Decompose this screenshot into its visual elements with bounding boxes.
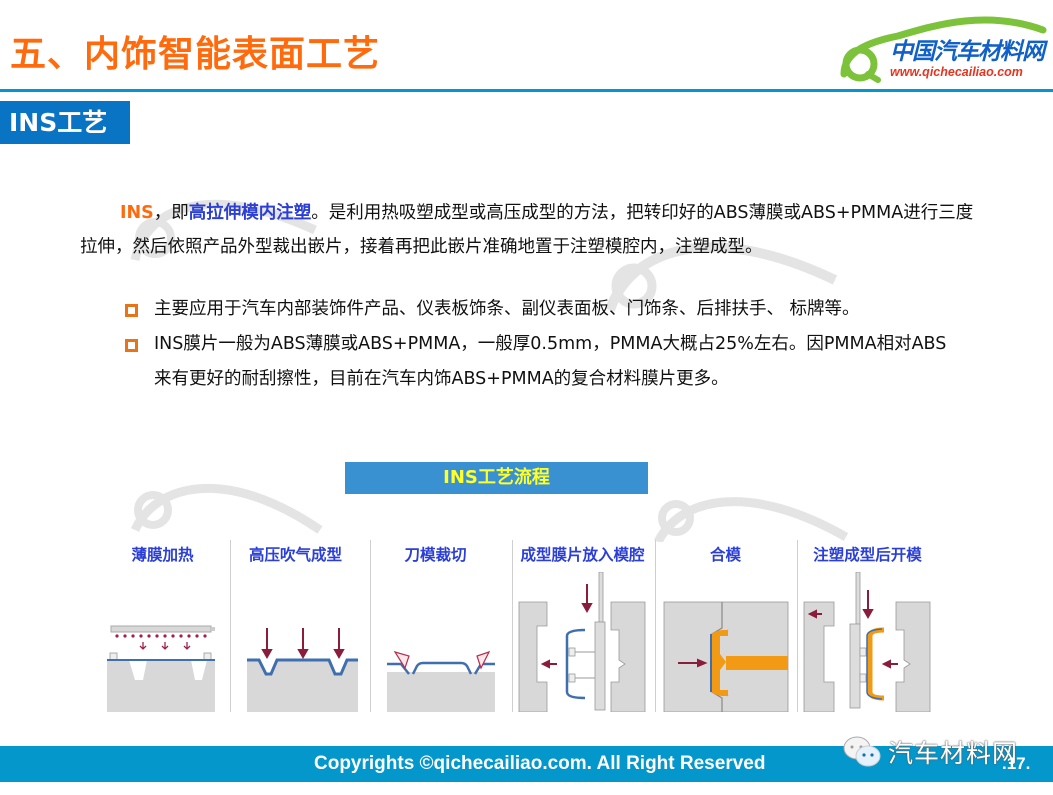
- step-label: 注塑成型后开模: [813, 546, 922, 564]
- flow-title: INS工艺流程: [345, 462, 648, 494]
- bullet-item: 主要应用于汽车内部装饰件产品、仪表板饰条、副仪表面板、门饰条、后排扶手、 标牌等…: [122, 292, 962, 327]
- die-cutting-diagram-icon: [387, 650, 495, 712]
- process-step: 刀模裁切: [373, 538, 498, 713]
- process-step: 注塑成型后开模: [800, 538, 935, 713]
- process-steps: 薄膜加热 高压吹气成型: [105, 538, 935, 713]
- section-tag: INS工艺: [0, 101, 130, 144]
- bullet-text: INS膜片一般为ABS薄膜或ABS+PMMA，一般厚0.5mm，PMMA大概占2…: [154, 334, 947, 389]
- step-label: 合模: [709, 546, 741, 564]
- square-bullet-icon: [125, 339, 138, 352]
- step-divider: [655, 540, 656, 712]
- mold-closing-diagram-icon: [663, 601, 789, 712]
- page-number: .17.: [1002, 754, 1031, 773]
- intro-sep: ，即: [153, 203, 189, 223]
- page-title: 五、内饰智能表面工艺: [10, 34, 381, 75]
- wechat-name: 汽车材料网: [888, 739, 1019, 768]
- process-step: 合模: [658, 538, 793, 713]
- intro-body: 。是利用热吸塑成型或高压成型的方法，把转印好的ABS薄膜或ABS+PMMA进行三…: [80, 203, 974, 257]
- wechat-account: 汽车材料网: [842, 732, 1018, 772]
- step-label: 高压吹气成型: [248, 546, 342, 564]
- high-pressure-forming-diagram-icon: [247, 628, 358, 712]
- bullet-text: 主要应用于汽车内部装饰件产品、仪表板饰条、副仪表面板、门饰条、后排扶手、 标牌等…: [154, 299, 860, 319]
- process-step: 高压吹气成型: [233, 538, 358, 713]
- wechat-icon: [843, 736, 881, 767]
- step-divider: [230, 540, 231, 712]
- step-label: 成型膜片放入模腔: [520, 546, 645, 564]
- mold-opening-diagram-icon: [803, 572, 931, 712]
- step-divider: [512, 540, 513, 712]
- insert-film-into-mold-diagram-icon: [518, 572, 646, 712]
- step-label: 刀模裁切: [404, 546, 467, 564]
- step-divider: [370, 540, 371, 712]
- bullet-list: 主要应用于汽车内部装饰件产品、仪表板饰条、副仪表面板、门饰条、后排扶手、 标牌等…: [122, 292, 962, 397]
- intro-term: INS: [120, 203, 154, 223]
- car-swoosh-icon: [840, 16, 1047, 83]
- step-divider: [797, 540, 798, 712]
- watermark-logo-icon: [125, 460, 325, 540]
- film-heating-diagram-icon: [107, 625, 215, 712]
- logo-url: www.qichecailiao.com: [890, 65, 1023, 79]
- bullet-item: INS膜片一般为ABS薄膜或ABS+PMMA，一般厚0.5mm，PMMA大概占2…: [122, 327, 962, 397]
- logo-name: 中国汽车材料网: [890, 39, 1045, 65]
- square-bullet-icon: [125, 304, 138, 317]
- process-step: 薄膜加热: [105, 538, 220, 713]
- step-label: 薄膜加热: [131, 546, 194, 564]
- intro-term-full: 高拉伸模内注塑: [188, 203, 312, 223]
- site-logo[interactable]: 中国汽车材料网 www.qichecailiao.com: [838, 12, 1050, 84]
- process-step: 成型膜片放入模腔: [515, 538, 650, 713]
- intro-paragraph: INS，即高拉伸模内注塑。是利用热吸塑成型或高压成型的方法，把转印好的ABS薄膜…: [80, 196, 980, 264]
- title-divider: [0, 89, 1053, 92]
- watermark-logo-icon: [650, 482, 850, 542]
- footer-copyright: Copyrights ©qichecailiao.com. All Right …: [314, 753, 766, 774]
